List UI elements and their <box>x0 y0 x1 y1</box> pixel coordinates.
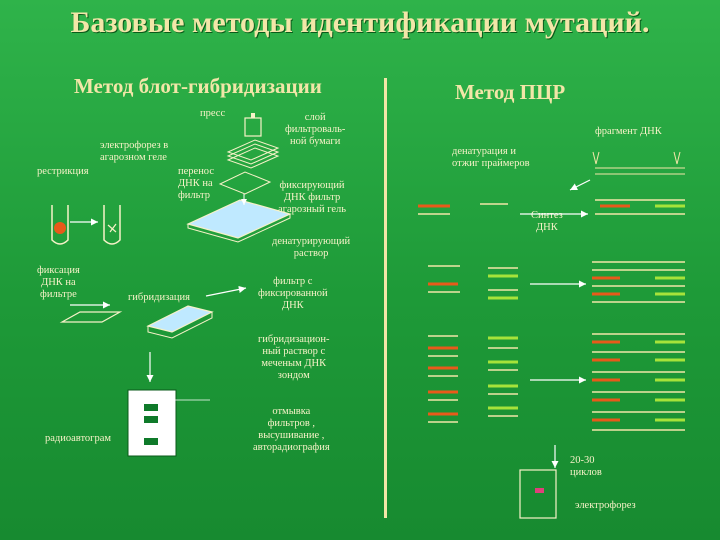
label-denaturation-annealing: денатурация и отжиг праймеров <box>452 146 530 169</box>
label-hybridization: гибридизация <box>128 292 190 303</box>
label-radioautograph: радиоавтограм <box>45 433 112 444</box>
pcr-method-heading: Метод ПЦР <box>455 80 566 104</box>
pcr-cycle-3 <box>428 333 685 431</box>
label-hybridization-solution: гибридизацион- ный раствор с меченым ДНК… <box>258 334 330 381</box>
fixed-filter-icon <box>59 311 123 323</box>
dna-fragment-icon <box>592 151 685 175</box>
tube-right-icon <box>103 205 121 245</box>
label-washing: отмывка фильтров , высушивание , авторад… <box>253 406 330 453</box>
label-electrophoresis-gel: электрофорез в агарозном геле <box>100 140 169 163</box>
label-filter-fixed-dna: фильтр с фиксированной ДНК <box>258 276 328 311</box>
electrophoresis-gel-icon <box>519 469 557 519</box>
label-transfer: перенос ДНК на фильтр <box>178 166 214 201</box>
autoradiogram-film-icon <box>127 389 177 457</box>
label-filter-paper: слой фильтроваль- ной бумаги <box>285 112 346 147</box>
pcr-cycle-2 <box>428 261 685 303</box>
blot-method-heading: Метод блот-гибридизации <box>74 74 322 98</box>
label-electrophoresis: электрофорез <box>575 500 636 511</box>
label-cycles: 20-30 циклов <box>570 455 602 478</box>
hybridization-tray-icon <box>146 305 214 339</box>
label-fixation: фиксация ДНК на фильтре <box>37 265 80 300</box>
label-press: пресс <box>200 108 226 119</box>
press-weight-icon <box>244 113 262 137</box>
label-dna-synthesis: Синтез ДНК <box>531 210 563 233</box>
label-denaturing-solution: денатурирующий раствор <box>272 236 351 259</box>
label-fixing-filter: фиксирующий ДНК фильтр агарозный гель <box>278 180 347 215</box>
denatured-strands <box>418 199 685 215</box>
divider <box>384 78 387 518</box>
label-dna-fragment: фрагмент ДНК <box>595 126 662 137</box>
label-restriction: рестрикция <box>37 166 89 177</box>
tube-left-icon <box>51 205 69 245</box>
page-title: Базовые методы идентификации мутаций. <box>70 6 650 39</box>
transfer-filter-icon <box>186 171 292 243</box>
arrow-denaturation <box>569 179 591 191</box>
arrow-hybridization <box>205 285 247 297</box>
filter-paper-stack-icon <box>226 139 280 169</box>
